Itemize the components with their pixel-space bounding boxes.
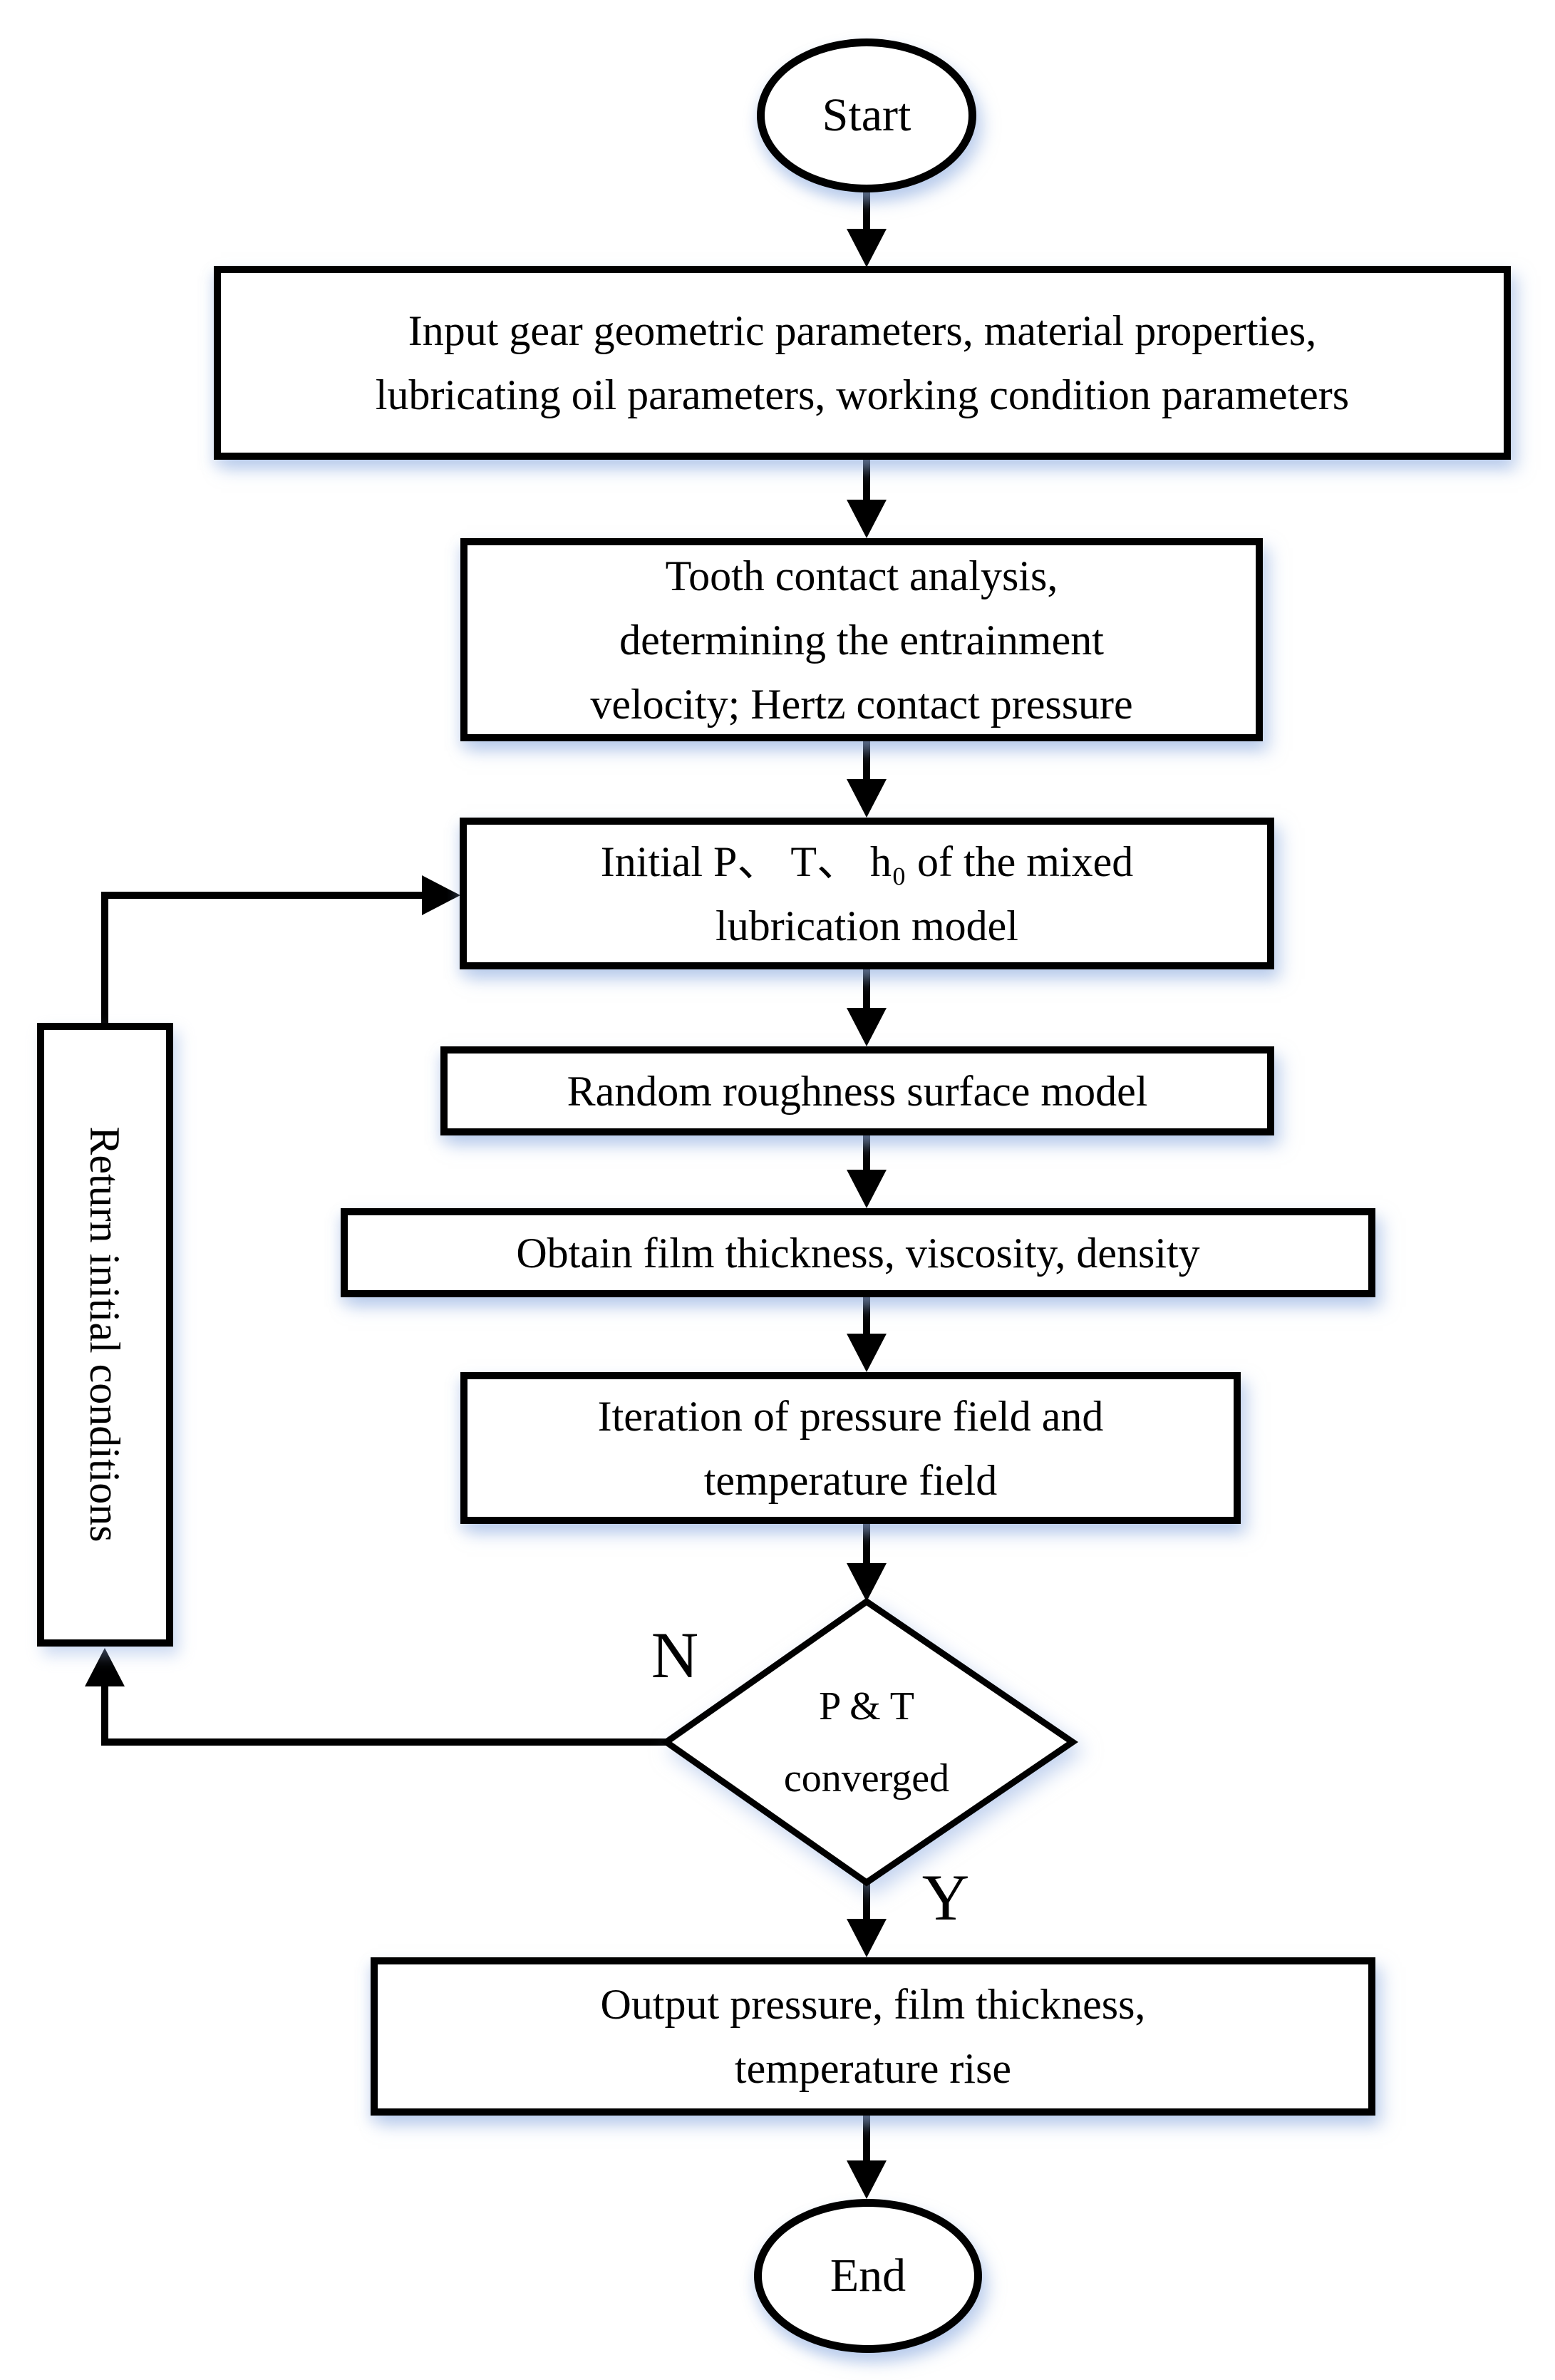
arrowhead-up-icon xyxy=(85,1648,125,1686)
connector-start-input xyxy=(863,190,870,232)
connector-input-toothcontact xyxy=(863,460,870,504)
arrowhead-down-icon xyxy=(847,779,887,818)
arrowhead-down-icon xyxy=(847,1334,887,1372)
arrowhead-down-icon xyxy=(847,1170,887,1208)
connector-toothcontact-initial xyxy=(863,741,870,783)
tooth-contact-analysis-label: Tooth contact analysis, determining the … xyxy=(590,552,1133,728)
connector-return-up xyxy=(101,892,108,1023)
connector-decision-no-horizontal xyxy=(101,1738,666,1746)
initial-conditions-box: Initial P、 T、 h₀ of the mixed lubricatio… xyxy=(460,818,1274,969)
connector-decision-output xyxy=(863,1882,870,1923)
end-terminator: End xyxy=(754,2199,982,2353)
tooth-contact-analysis-box: Tooth contact analysis, determining the … xyxy=(460,538,1263,741)
film-thickness-label: Obtain film thickness, viscosity, densit… xyxy=(516,1229,1200,1277)
random-roughness-box: Random roughness surface model xyxy=(440,1046,1274,1135)
input-parameters-box: Input gear geometric parameters, materia… xyxy=(214,266,1511,460)
output-box: Output pressure, film thickness, tempera… xyxy=(371,1957,1375,2116)
arrowhead-down-icon xyxy=(847,1008,887,1046)
convergence-decision-label: P & T converged xyxy=(783,1684,950,1801)
input-parameters-label: Input gear geometric parameters, materia… xyxy=(375,307,1350,418)
return-initial-conditions-label: Return initial conditions xyxy=(81,1126,128,1542)
arrowhead-down-icon xyxy=(847,500,887,538)
connector-output-end xyxy=(863,2116,870,2165)
end-label: End xyxy=(830,2249,906,2302)
iteration-box: Iteration of pressure field and temperat… xyxy=(460,1372,1241,1524)
output-label: Output pressure, film thickness, tempera… xyxy=(600,1981,1146,2092)
start-terminator: Start xyxy=(757,38,976,192)
arrowhead-down-icon xyxy=(847,1563,887,1602)
arrowhead-down-icon xyxy=(847,2160,887,2199)
arrowhead-down-icon xyxy=(847,229,887,267)
connector-film-iteration xyxy=(863,1297,870,1338)
start-label: Start xyxy=(822,88,911,141)
film-thickness-box: Obtain film thickness, viscosity, densit… xyxy=(341,1208,1375,1297)
connector-roughness-film xyxy=(863,1135,870,1174)
return-initial-conditions-box xyxy=(37,1023,173,1647)
connector-return-to-initial xyxy=(101,892,426,899)
arrowhead-right-icon xyxy=(422,875,460,915)
branch-label-no: N xyxy=(651,1619,699,1691)
connector-initial-roughness xyxy=(863,969,870,1012)
initial-conditions-label: Initial P、 T、 h₀ of the mixed lubricatio… xyxy=(600,838,1134,949)
arrowhead-down-icon xyxy=(847,1919,887,1957)
iteration-label: Iteration of pressure field and temperat… xyxy=(597,1392,1104,1504)
random-roughness-label: Random roughness surface model xyxy=(567,1067,1148,1115)
branch-label-yes: Y xyxy=(921,1861,970,1934)
connector-iteration-decision xyxy=(863,1524,870,1567)
connector-no-up-to-return xyxy=(101,1684,108,1746)
convergence-decision-diamond xyxy=(661,1597,1078,1887)
